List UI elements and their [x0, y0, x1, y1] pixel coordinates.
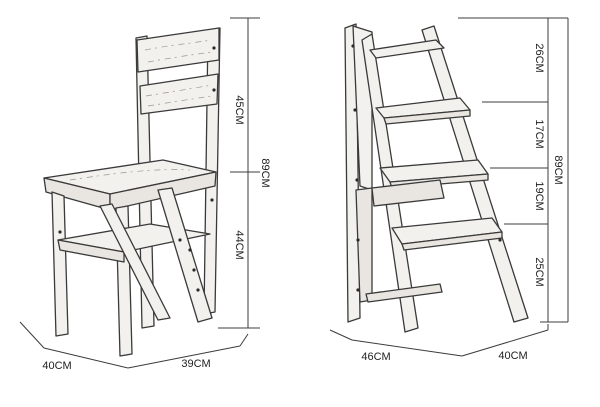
ladder-width-label: 40CM: [498, 350, 527, 362]
ladder-step-top-label: 26CM: [533, 43, 545, 72]
ladder-depth-label: 46CM: [361, 351, 390, 363]
chair-seat-height-label: 44CM: [233, 230, 245, 259]
ladder-step-2-label: 17CM: [533, 119, 545, 148]
ladder-illustration: [344, 23, 529, 333]
ladder-step-3-label: 19CM: [533, 181, 545, 210]
ladder-step-bottom-label: 25CM: [533, 257, 545, 286]
chair-total-height-label: 89CM: [259, 158, 271, 187]
chair-dimension-lines: [19, 17, 260, 369]
chair-width-label: 40CM: [42, 360, 71, 372]
chair-illustration: [43, 27, 221, 357]
ladder-dimension-lines: [329, 17, 569, 357]
chair-depth-label: 39CM: [181, 358, 210, 370]
chair-back-height-label: 45CM: [233, 95, 245, 124]
ladder-total-height-label: 89CM: [552, 155, 564, 184]
